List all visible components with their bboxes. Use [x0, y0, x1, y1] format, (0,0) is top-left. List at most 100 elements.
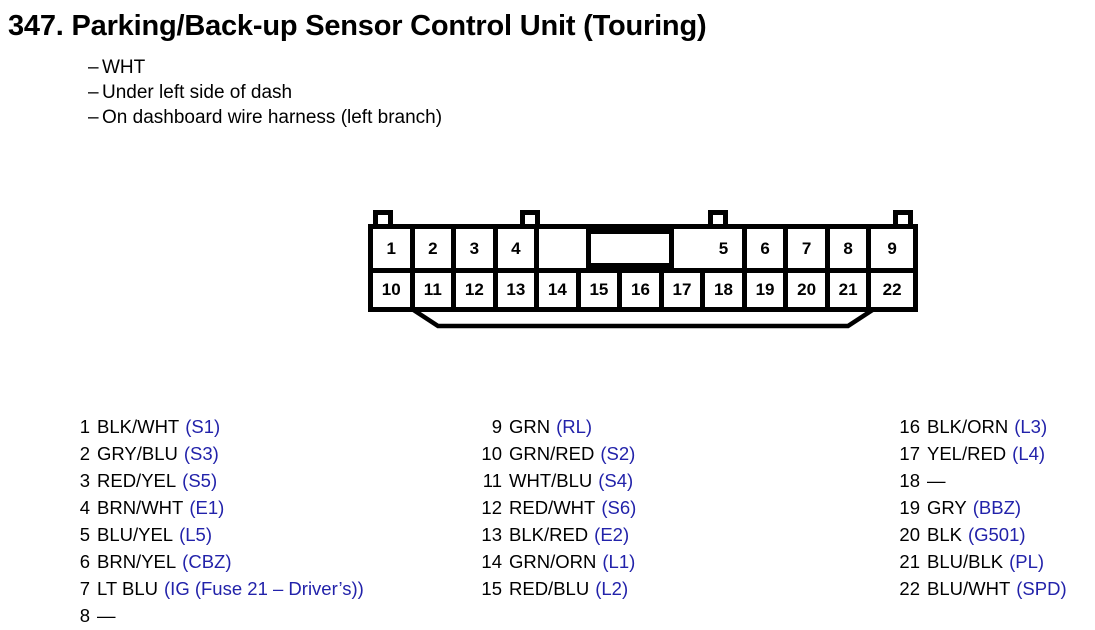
pin-wire-color: — — [97, 605, 116, 626]
pin-number: 14 — [481, 551, 502, 572]
pin-number: 5 — [79, 524, 90, 545]
pin-wire-color: BRN/WHT — [97, 497, 184, 518]
pin-reference: (E2) — [594, 524, 630, 545]
pin-number: 9 — [491, 416, 502, 437]
pin-row: 18— — [896, 467, 1067, 494]
pin-reference: (CBZ) — [182, 551, 232, 572]
subtitle-text: On dashboard wire harness (left branch) — [102, 107, 443, 128]
pin-wire-color: WHT/BLU — [509, 470, 593, 491]
pin-wire-color: BLU/WHT — [927, 578, 1011, 599]
pin-number: 20 — [899, 524, 920, 545]
pin-number: 17 — [899, 443, 920, 464]
connector-pin-cell-22: 22 — [871, 268, 913, 307]
pin-number: 1 — [79, 416, 90, 437]
pin-reference: (G501) — [967, 524, 1026, 545]
connector-pin-cell-14: 14 — [539, 268, 581, 307]
pin-wire-color: GRN/ORN — [509, 551, 597, 572]
connector-pin-cell-4: 4 — [497, 229, 540, 268]
pin-number: 11 — [482, 470, 502, 491]
connector-pin-cell-12: 12 — [456, 268, 498, 307]
connector-pin-cell-17: 17 — [663, 268, 706, 307]
pin-reference: (S5) — [182, 470, 218, 491]
connector-pin-cell-18: 18 — [705, 268, 747, 307]
pin-wire-color: BLU/BLK — [927, 551, 1004, 572]
pin-row: 9 GRN(RL) — [478, 413, 636, 440]
connector-pin-cell-10: 10 — [373, 268, 415, 307]
connector-pin-cell-16: 16 — [622, 268, 664, 307]
pin-reference: (S3) — [183, 443, 219, 464]
pin-reference: (S1) — [185, 416, 221, 437]
pin-number: 8 — [79, 605, 90, 626]
connector-pin-cell-21: 21 — [829, 268, 872, 307]
pin-number: 7 — [79, 578, 90, 599]
pin-reference: (L4) — [1012, 443, 1046, 464]
pin-wire-color: BLK/ORN — [927, 416, 1009, 437]
pin-wire-color: BLK — [927, 524, 962, 545]
subtitle-row: –Under left side of dash — [88, 80, 442, 105]
pin-number: 19 — [899, 497, 920, 518]
pin-wire-color: BLU/YEL — [97, 524, 174, 545]
subtitle-list: –WHT–Under left side of dash–On dashboar… — [88, 55, 442, 130]
connector-cell-empty — [539, 229, 581, 268]
subtitle-text: Under left side of dash — [102, 82, 293, 103]
pin-reference: (PL) — [1009, 551, 1045, 572]
pin-wire-color: RED/BLU — [509, 578, 590, 599]
pin-wire-color: GRY — [927, 497, 967, 518]
pin-number: 21 — [899, 551, 920, 572]
pin-wire-color: LT BLU — [97, 578, 159, 599]
pin-reference: (L3) — [1014, 416, 1048, 437]
pin-reference: (SPD) — [1016, 578, 1067, 599]
pin-reference: (L1) — [602, 551, 636, 572]
pin-wire-color: BRN/YEL — [97, 551, 177, 572]
pin-number: 10 — [481, 443, 502, 464]
pin-reference: (L5) — [179, 524, 213, 545]
connector-pin-cell-13: 13 — [497, 268, 540, 307]
subtitle-dash: – — [88, 82, 99, 103]
connector-pin-cell-2: 2 — [414, 229, 457, 268]
pin-reference: (BBZ) — [972, 497, 1022, 518]
pin-wire-color: — — [927, 470, 946, 491]
pin-reference: (RL) — [556, 416, 593, 437]
connector-cell-empty — [580, 229, 623, 268]
connector-pin-cell-19: 19 — [746, 268, 789, 307]
pin-number: 22 — [899, 578, 920, 599]
connector-pin-cell-9: 9 — [871, 229, 913, 268]
connector-cell-empty — [622, 229, 664, 268]
connector-pin-cell-1: 1 — [373, 229, 415, 268]
pin-wire-color: GRN — [509, 416, 551, 437]
pin-row: 2 GRY/BLU(S3) — [66, 440, 364, 467]
connector-pin-cell-5: 5 — [705, 229, 747, 268]
pin-number: 12 — [481, 497, 502, 518]
pin-wire-color: GRN/RED — [509, 443, 595, 464]
pin-number: 2 — [79, 443, 90, 464]
subtitle-row: –On dashboard wire harness (left branch) — [88, 105, 442, 130]
pin-row: 14 GRN/ORN(L1) — [478, 548, 636, 575]
pin-number: 3 — [79, 470, 90, 491]
connector-pin-cell-7: 7 — [788, 229, 830, 268]
connector-pin-cell-8: 8 — [829, 229, 872, 268]
pin-wire-color: GRY/BLU — [97, 443, 178, 464]
pin-number: 4 — [79, 497, 90, 518]
subtitle-text: WHT — [102, 57, 146, 78]
pin-wire-color: BLK/RED — [509, 524, 589, 545]
subtitle-row: –WHT — [88, 55, 442, 80]
connector-bottom-skirt — [410, 307, 876, 329]
connector-pin-cell-11: 11 — [414, 268, 457, 307]
